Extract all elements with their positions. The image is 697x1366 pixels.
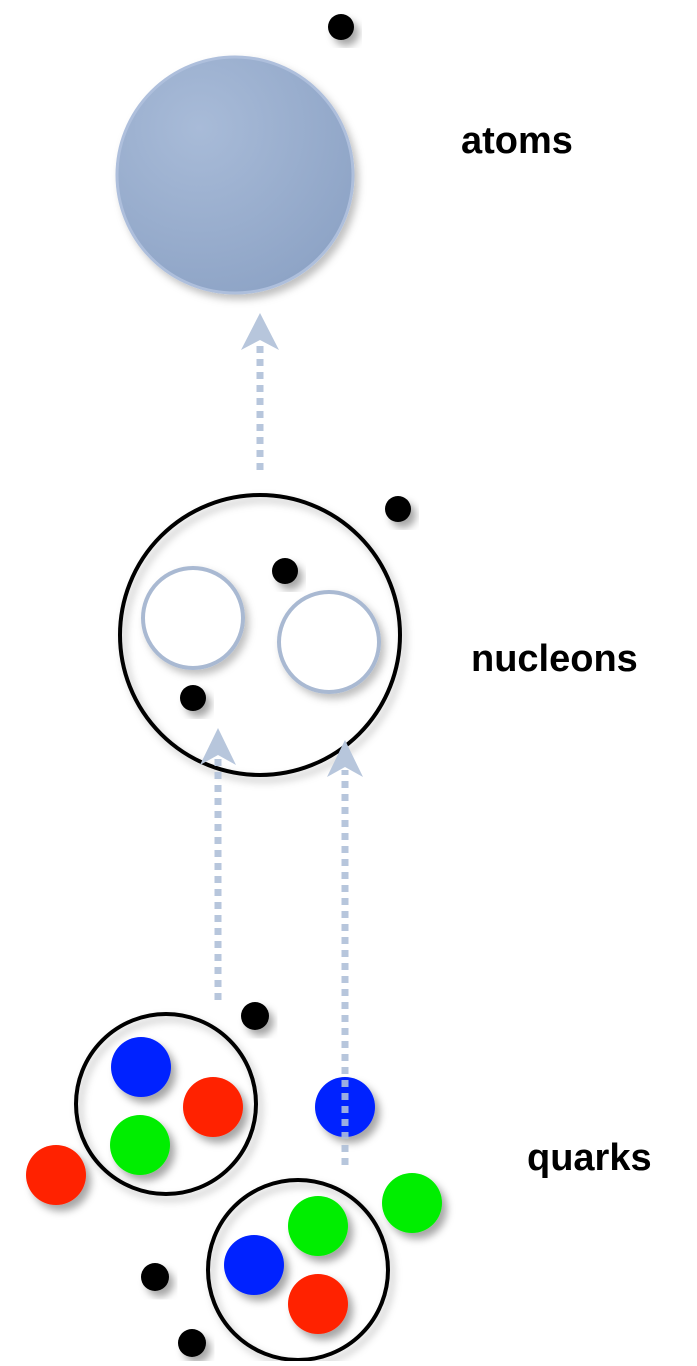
electron-dot [385,496,411,522]
electron-dot [272,558,298,584]
quark-green [382,1173,442,1233]
quark-green [110,1115,170,1175]
electron-dot [241,1002,269,1030]
nucleon-circle [143,568,243,668]
atom-circle [117,57,353,293]
label-quarks: quarks [527,1139,652,1177]
quark-blue [111,1037,171,1097]
label-nucleons: nucleons [471,640,638,678]
label-atoms: atoms [461,122,573,160]
quark-green [288,1196,348,1256]
quark-red [288,1274,348,1334]
electron-dot [328,14,354,40]
electron-dot [178,1329,206,1357]
quark-red [183,1077,243,1137]
electron-dot [180,685,206,711]
electron-dot [141,1263,169,1291]
quark-red [26,1145,86,1205]
arrow-nucleons-to-atoms [241,313,279,470]
quark-blue [224,1235,284,1295]
nucleon-circle [279,592,379,692]
